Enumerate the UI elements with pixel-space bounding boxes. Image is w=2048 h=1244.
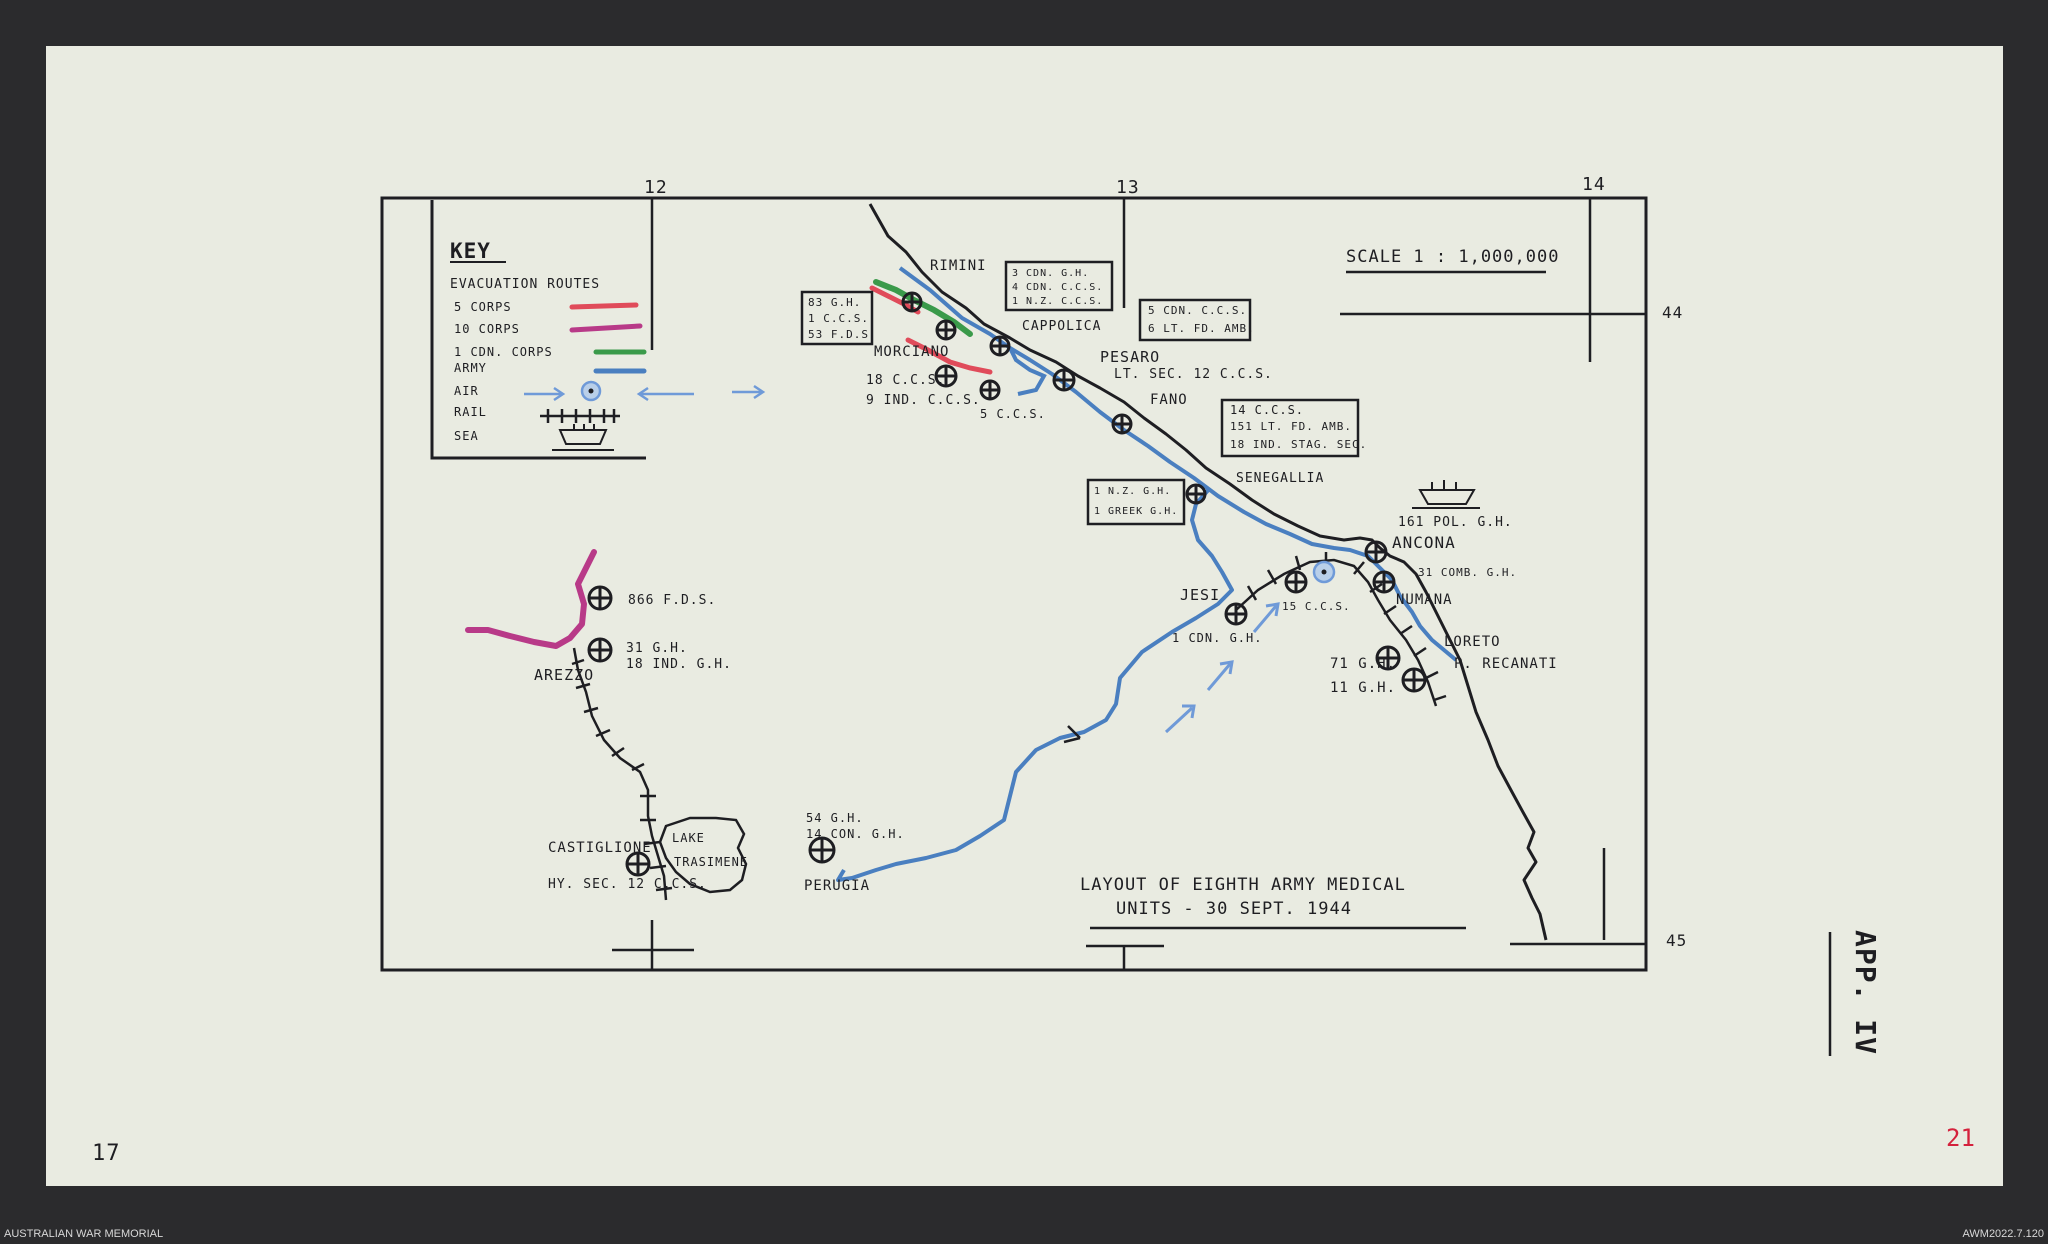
lat-label-45: 45 xyxy=(1666,931,1687,950)
key-label-sea: SEA xyxy=(454,429,479,443)
page-number-left: 17 xyxy=(92,1141,121,1166)
unit-31-comb-gh: 31 COMB. G.H. xyxy=(1418,566,1517,579)
place-numana: NUMANA xyxy=(1396,592,1453,608)
graticule xyxy=(612,198,1646,970)
box-rimini xyxy=(1004,260,1114,312)
place-loreto: LORETO xyxy=(1444,634,1501,650)
key-air-symbol xyxy=(524,380,766,402)
place-lake: LAKE xyxy=(672,831,705,845)
place-morciano: MORCIANO xyxy=(874,344,949,360)
map-title-line-2: UNITS - 30 SEPT. 1944 xyxy=(1116,899,1352,919)
place-fano: FANO xyxy=(1150,392,1188,408)
box-morciano xyxy=(800,290,874,346)
page-number-right: 21 xyxy=(1946,1124,1975,1152)
place-arezzo: AREZZO xyxy=(534,666,594,684)
paper-sheet xyxy=(46,46,2003,1186)
lon-label-14: 14 xyxy=(1582,174,1606,195)
unit-866-fds: 866 F.D.S. xyxy=(628,593,716,608)
army-route-morciano-link xyxy=(1008,347,1047,396)
rail-arezzo-castiglione xyxy=(571,647,673,901)
box-rimini-line-3: 1 N.Z. C.C.S. xyxy=(1012,296,1103,307)
box-rimini-line-2: 4 CDN. C.C.S. xyxy=(1012,282,1103,293)
unit-hy-sec-12-ccs: HY. SEC. 12 C.C.S. xyxy=(548,877,707,892)
box-pesaro xyxy=(1138,298,1252,342)
key-air-dot xyxy=(588,388,594,394)
map-frame xyxy=(380,196,1648,972)
1-cdn-corps-route xyxy=(873,279,973,337)
place-rimini: RIMINI xyxy=(930,258,987,274)
key-label-air: AIR xyxy=(454,384,479,398)
key-label-5-corps: 5 CORPS xyxy=(454,300,512,314)
map-scale: SCALE 1 : 1,000,000 xyxy=(1346,247,1559,267)
key-title: KEY xyxy=(450,239,491,263)
place-castiglione: CASTIGLIONE xyxy=(548,840,652,856)
box-morciano-line-2: 1 C.C.S. xyxy=(808,312,869,325)
key-sea-symbol xyxy=(552,424,614,451)
10-corps-route xyxy=(465,549,597,649)
unit-15-ccs: 15 C.C.S. xyxy=(1282,600,1351,613)
map-title-line-1: LAYOUT OF EIGHTH ARMY MEDICAL xyxy=(1080,875,1406,895)
footer-right: AWM2022.7.120 xyxy=(1962,1228,2044,1240)
place-jesi: JESI xyxy=(1180,586,1220,604)
unit-1-cdn-gh: 1 CDN. G.H. xyxy=(1172,631,1262,645)
place-senegallia: SENEGALLIA xyxy=(1236,471,1324,486)
key-border xyxy=(430,200,646,460)
key-rail-symbol xyxy=(540,409,620,423)
lat-label-44: 44 xyxy=(1662,303,1683,322)
unit-14-con-gh: 14 CON. G.H. xyxy=(806,827,905,841)
key-label-rail: RAIL xyxy=(454,405,487,419)
appendix-label: APP. IV xyxy=(1849,930,1882,1055)
air-point-ancona-dot xyxy=(1321,569,1327,575)
army-route-coastal xyxy=(898,266,1458,662)
5-corps-route-morciano xyxy=(905,337,993,375)
box-morciano-line-3: 53 F.D.S. xyxy=(808,328,877,341)
place-p-recanati: P. RECANATI xyxy=(1454,656,1558,672)
key-evacuation-routes: EVACUATION ROUTES xyxy=(450,277,600,292)
unit-9-ind-ccs: 9 IND. C.C.S. xyxy=(866,393,981,408)
rail-coastal-loreto xyxy=(1235,552,1447,707)
place-trasimene: TRASIMENE xyxy=(674,855,748,869)
place-ancona: ANCONA xyxy=(1392,533,1456,552)
box-rimini-line-1: 3 CDN. G.H. xyxy=(1012,268,1089,279)
key-line-10-corps xyxy=(569,323,643,333)
army-route-arrow xyxy=(1063,725,1081,744)
army-route-inland-jesi-perugia xyxy=(836,486,1234,882)
lon-label-12: 12 xyxy=(644,177,668,198)
box-fano-line-2: 151 LT. FD. AMB. xyxy=(1230,420,1352,433)
coastline xyxy=(868,203,1548,941)
unit-lt-sec-12-ccs: LT. SEC. 12 C.C.S. xyxy=(1114,367,1273,382)
key-label-1-cdn-corps: 1 CDN. CORPS xyxy=(454,345,553,359)
box-pesaro-line-2: 6 LT. FD. AMB. xyxy=(1148,322,1255,335)
unit-symbols xyxy=(587,291,1427,877)
unit-71-gh: 71 G.H. xyxy=(1330,656,1396,672)
box-fano xyxy=(1220,398,1360,458)
footer-left: AUSTRALIAN WAR MEMORIAL xyxy=(4,1228,164,1240)
place-perugia: PERUGIA xyxy=(804,878,870,894)
unit-18-ind-gh: 18 IND. G.H. xyxy=(626,657,732,672)
unit-11-gh: 11 G.H. xyxy=(1330,680,1396,696)
air-arrows xyxy=(1164,602,1280,734)
key-label-10-corps: 10 CORPS xyxy=(454,322,520,336)
box-senegallia-line-1: 1 N.Z. G.H. xyxy=(1094,486,1171,497)
lon-label-13: 13 xyxy=(1116,177,1140,198)
unit-18-ccs: 18 C.C.S. xyxy=(866,373,945,388)
key-line-5-corps xyxy=(569,302,639,310)
unit-5-ccs: 5 C.C.S. xyxy=(980,407,1046,421)
lake-trasimene-outline xyxy=(658,816,748,894)
box-senegallia-line-2: 1 GREEK G.H. xyxy=(1094,506,1178,517)
unit-54-gh: 54 G.H. xyxy=(806,811,864,825)
key-label-army: ARMY xyxy=(454,361,487,375)
unit-161-pol-gh: 161 POL. G.H. xyxy=(1398,515,1513,530)
unit-31-gh: 31 G.H. xyxy=(626,641,688,656)
box-fano-line-3: 18 IND. STAG. SEC. xyxy=(1230,438,1367,451)
box-morciano-line-1: 83 G.H. xyxy=(808,296,861,309)
box-senegallia xyxy=(1086,478,1186,526)
ship-ancona-icon xyxy=(1412,480,1480,509)
place-cappolica: CAPPOLICA xyxy=(1022,319,1101,334)
place-pesaro: PESARO xyxy=(1100,348,1160,366)
box-fano-line-1: 14 C.C.S. xyxy=(1230,403,1304,417)
box-pesaro-line-1: 5 CDN. C.C.S. xyxy=(1148,304,1247,317)
